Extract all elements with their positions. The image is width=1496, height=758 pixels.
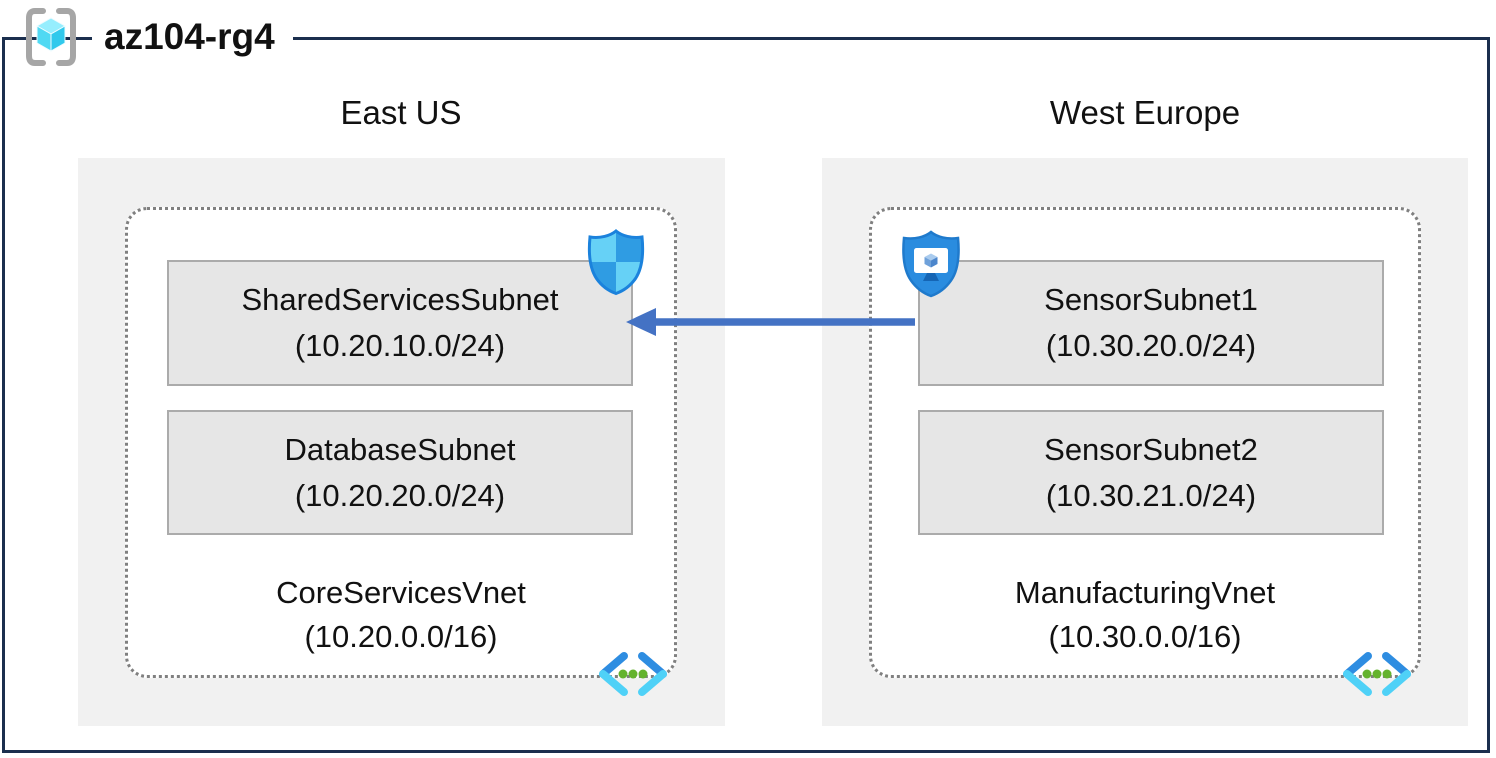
vnet-cidr: (10.20.0.0/16) bbox=[304, 619, 498, 654]
subnet-sharedservices: SharedServicesSubnet (10.20.10.0/24) bbox=[167, 260, 633, 386]
vnet-name: ManufacturingVnet bbox=[1014, 575, 1276, 610]
virtual-network-icon bbox=[599, 652, 667, 696]
region-label-east-us: East US bbox=[340, 94, 462, 131]
bastion-shield-monitor-icon bbox=[902, 230, 960, 298]
subnet-name: SharedServicesSubnet bbox=[241, 282, 559, 317]
subnet-name: SensorSubnet2 bbox=[1044, 431, 1258, 467]
virtual-network-icon bbox=[1343, 652, 1411, 696]
subnet-cidr: (10.20.20.0/24) bbox=[294, 477, 506, 513]
subnet-sensor2: SensorSubnet2 (10.30.21.0/24) bbox=[918, 410, 1384, 535]
subnet-cidr: (10.30.21.0/24) bbox=[1045, 477, 1257, 513]
vnet-name: CoreServicesVnet bbox=[276, 575, 526, 610]
region-east-us: SharedServicesSubnet (10.20.10.0/24) Dat… bbox=[78, 158, 725, 726]
network-security-group-icon bbox=[587, 229, 645, 296]
subnet-name: SensorSubnet1 bbox=[1044, 282, 1258, 317]
vnet-label-coreservices: CoreServicesVnet (10.20.0.0/16) bbox=[128, 571, 674, 659]
resource-group-title: az104-rg4 bbox=[92, 12, 293, 62]
vnet-cidr: (10.30.0.0/16) bbox=[1048, 619, 1242, 654]
subnet-sensor1: SensorSubnet1 (10.30.20.0/24) bbox=[918, 260, 1384, 386]
vnet-label-manufacturing: ManufacturingVnet (10.30.0.0/16) bbox=[872, 571, 1418, 659]
subnet-name: DatabaseSubnet bbox=[284, 431, 516, 467]
subnet-database: DatabaseSubnet (10.20.20.0/24) bbox=[167, 410, 633, 535]
subnet-cidr: (10.30.20.0/24) bbox=[1045, 328, 1257, 363]
region-west-europe: SensorSubnet1 (10.30.20.0/24) SensorSubn… bbox=[822, 158, 1468, 726]
vnet-box-coreservices: SharedServicesSubnet (10.20.10.0/24) Dat… bbox=[125, 207, 677, 696]
resource-group-frame bbox=[2, 37, 1490, 753]
peering-arrow bbox=[626, 308, 915, 336]
vnet-box-manufacturing: SensorSubnet1 (10.30.20.0/24) SensorSubn… bbox=[869, 207, 1421, 696]
resource-group-icon bbox=[26, 8, 76, 66]
region-label-west-europe: West Europe bbox=[1049, 94, 1241, 131]
subnet-cidr: (10.20.10.0/24) bbox=[294, 328, 506, 363]
